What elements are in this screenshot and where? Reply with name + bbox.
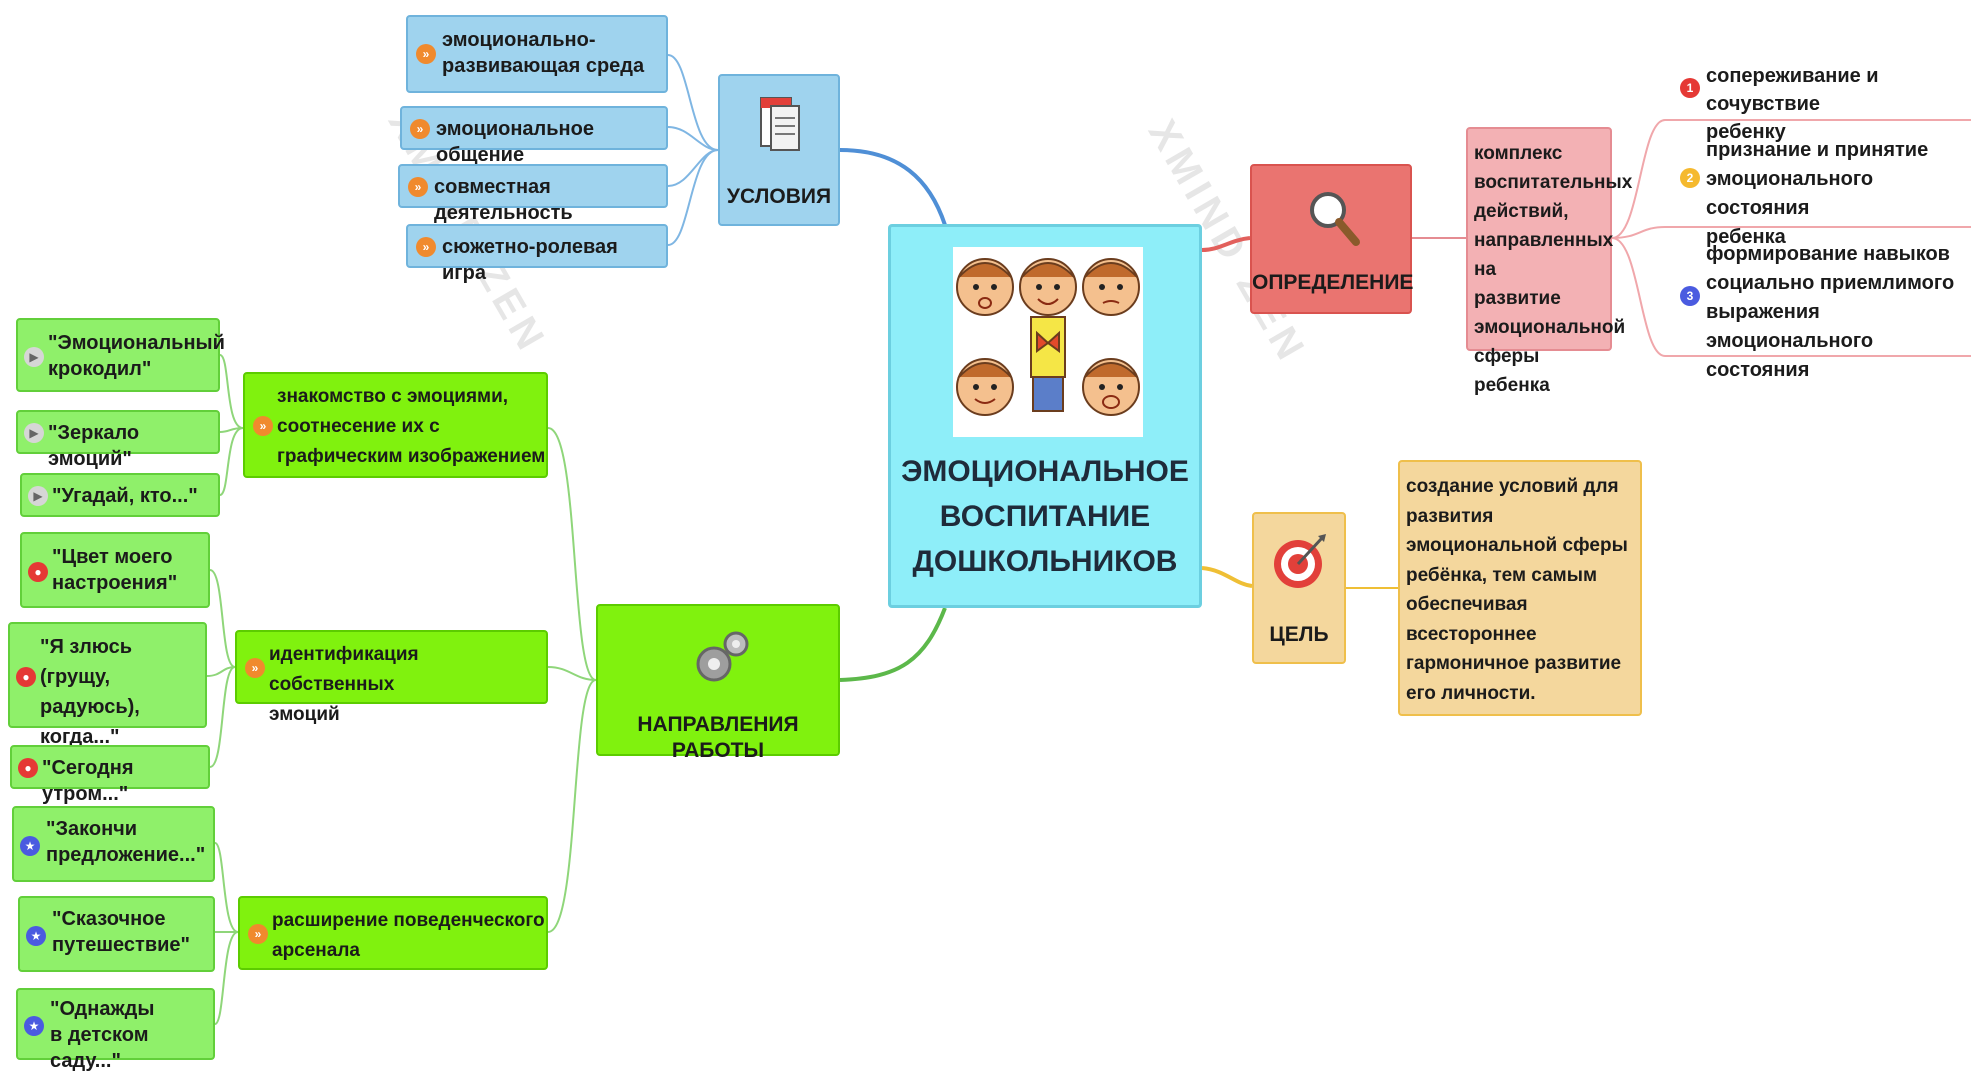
- topic-usloviya[interactable]: УСЛОВИЯ: [718, 74, 840, 226]
- game-item[interactable]: ● "Цвет моего настроения": [20, 532, 210, 608]
- game-item[interactable]: ★ "Сказочное путешествие": [18, 896, 215, 972]
- number-2-icon: 2: [1680, 168, 1700, 188]
- star-icon: ★: [26, 926, 46, 946]
- opredelenie-item[interactable]: 3 формирование навыков социально приемли…: [1680, 240, 1971, 381]
- number-3-icon: 3: [1680, 286, 1700, 306]
- star-icon: ★: [20, 836, 40, 856]
- opredelenie-item[interactable]: 2 признание и принятие эмоционального со…: [1680, 136, 1971, 248]
- priority-icon: »: [410, 119, 430, 139]
- priority-icon: »: [248, 924, 268, 944]
- document-icon: [760, 97, 800, 151]
- topic-napravleniya-label: НАПРАВЛЕНИЯ РАБОТЫ: [637, 713, 799, 762]
- game-item[interactable]: ● "Сегодня утром...": [10, 745, 210, 805]
- usloviya-item[interactable]: » эмоционально- развивающая среда: [406, 15, 668, 93]
- play-icon: ▶: [24, 423, 44, 443]
- topic-cel-label: ЦЕЛЬ: [1269, 623, 1329, 646]
- record-icon: ●: [28, 562, 48, 582]
- topic-usloviya-label: УСЛОВИЯ: [726, 185, 832, 208]
- priority-icon: »: [253, 416, 273, 436]
- topic-cel[interactable]: ЦЕЛЬ: [1252, 512, 1346, 664]
- napravleniye-group[interactable]: » идентификация собственных эмоций: [235, 630, 548, 725]
- priority-icon: »: [416, 44, 436, 64]
- game-item[interactable]: ★ "Закончи предложение...": [12, 806, 215, 882]
- children-faces-image: [953, 247, 1143, 437]
- number-1-icon: 1: [1680, 78, 1700, 98]
- star-icon: ★: [24, 1016, 44, 1036]
- game-item[interactable]: ▶ "Эмоциональный крокодил": [16, 318, 225, 392]
- priority-icon: »: [245, 658, 265, 678]
- topic-opredelenie-label: ОПРЕДЕЛЕНИЕ: [1252, 271, 1414, 294]
- magnifier-icon: [1310, 192, 1360, 246]
- usloviya-item[interactable]: » сюжетно-ролевая игра: [406, 224, 668, 284]
- record-icon: ●: [16, 667, 36, 687]
- gears-icon: [696, 631, 749, 682]
- game-item[interactable]: ▶ "Угадай, кто...": [20, 473, 220, 517]
- record-icon: ●: [18, 758, 38, 778]
- play-icon: ▶: [28, 486, 48, 506]
- center-topic[interactable]: ЭМОЦИОНАЛЬНОЕ ВОСПИТАНИЕ ДОШКОЛЬНИКОВ: [888, 224, 1202, 608]
- cel-description[interactable]: создание условий для развития эмоциональ…: [1398, 460, 1642, 716]
- target-icon: [1274, 534, 1326, 588]
- topic-napravleniya-raboty[interactable]: НАПРАВЛЕНИЯ РАБОТЫ: [596, 604, 840, 762]
- priority-icon: »: [416, 237, 436, 257]
- game-item[interactable]: ● "Я злюсь (грущу, радуюсь), когда...": [8, 622, 207, 748]
- napravleniye-group[interactable]: » знакомство с эмоциями, соотнесение их …: [243, 372, 548, 478]
- center-title: ЭМОЦИОНАЛЬНОЕ ВОСПИТАНИЕ ДОШКОЛЬНИКОВ: [901, 455, 1189, 578]
- play-icon: ▶: [24, 347, 44, 367]
- game-item[interactable]: ▶ "Зеркало эмоций": [16, 410, 220, 470]
- napravleniye-group[interactable]: » расширение поведенческого арсенала: [238, 896, 548, 970]
- usloviya-item[interactable]: » совместная деятельность: [398, 164, 668, 224]
- topic-opredelenie[interactable]: ОПРЕДЕЛЕНИЕ: [1250, 164, 1414, 314]
- game-item[interactable]: ★ "Однажды в детском саду...": [16, 988, 215, 1072]
- priority-icon: »: [408, 177, 428, 197]
- opredelenie-definition[interactable]: комплекс воспитательных действий, направ…: [1466, 127, 1632, 396]
- usloviya-item[interactable]: » эмоциональное общение: [400, 106, 668, 166]
- opredelenie-item[interactable]: 1 сопереживание и сочувствие ребенку: [1680, 62, 1971, 143]
